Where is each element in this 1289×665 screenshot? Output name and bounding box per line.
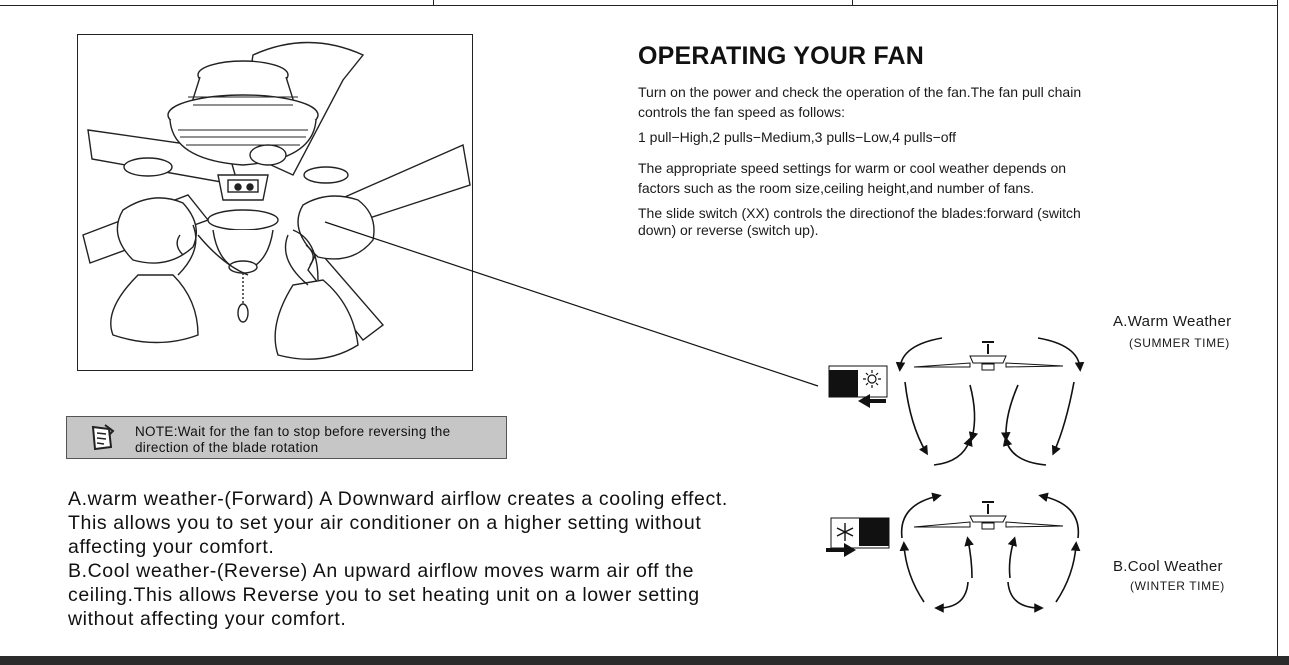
explanation-line: A.warm weather-(Forward) A Downward airf…	[68, 488, 728, 510]
note-text: NOTE:Wait for the fan to stop before rev…	[135, 424, 451, 455]
page-bottom-bar	[0, 656, 1289, 665]
slide-switch-down	[828, 365, 888, 408]
warm-weather-diagram	[828, 337, 1085, 466]
cool-weather-label: B.Cool Weather	[1113, 558, 1223, 575]
fan-illustration	[77, 34, 473, 371]
intro-paragraph: Turn on the power and check the operatio…	[638, 84, 1082, 120]
explanation-line: affecting your comfort.	[68, 536, 275, 558]
cool-weather-diagram	[826, 492, 1081, 613]
warm-weather-label: A.Warm Weather	[1113, 313, 1232, 330]
ceiling-fan-icon	[913, 341, 1064, 371]
note-box: NOTE:Wait for the fan to stop before rev…	[66, 416, 507, 459]
slide-switch-paragraph: The slide switch (XX) controls the direc…	[638, 205, 1081, 238]
explanation-line: ceiling.This allows Reverse you to set h…	[68, 584, 700, 606]
snowflake-icon	[836, 523, 854, 541]
pull-chain-speeds: 1 pull−High,2 pulls−Medium,3 pulls−Low,4…	[638, 129, 957, 145]
page-top-border	[0, 0, 1278, 6]
sun-icon	[863, 370, 881, 388]
explanation-line: without affecting your comfort.	[68, 608, 347, 630]
winter-time-label: (WINTER TIME)	[1130, 579, 1225, 593]
note-pad-icon	[87, 423, 117, 458]
ceiling-fan-drawing	[82, 41, 471, 360]
explanation-line: This allows you to set your air conditio…	[68, 512, 702, 534]
leader-line	[324, 221, 819, 387]
page-right-border	[1277, 0, 1278, 656]
speed-settings-paragraph: The appropriate speed settings for warm …	[638, 160, 1067, 196]
section-title: OPERATING YOUR FAN	[638, 42, 925, 70]
summer-time-label: (SUMMER TIME)	[1129, 336, 1230, 350]
slide-switch-up	[826, 517, 890, 557]
ceiling-fan-icon	[913, 501, 1064, 530]
weather-explanation: A.warm weather-(Forward) A Downward airf…	[68, 487, 808, 631]
explanation-line: B.Cool weather-(Reverse) An upward airfl…	[68, 560, 695, 582]
